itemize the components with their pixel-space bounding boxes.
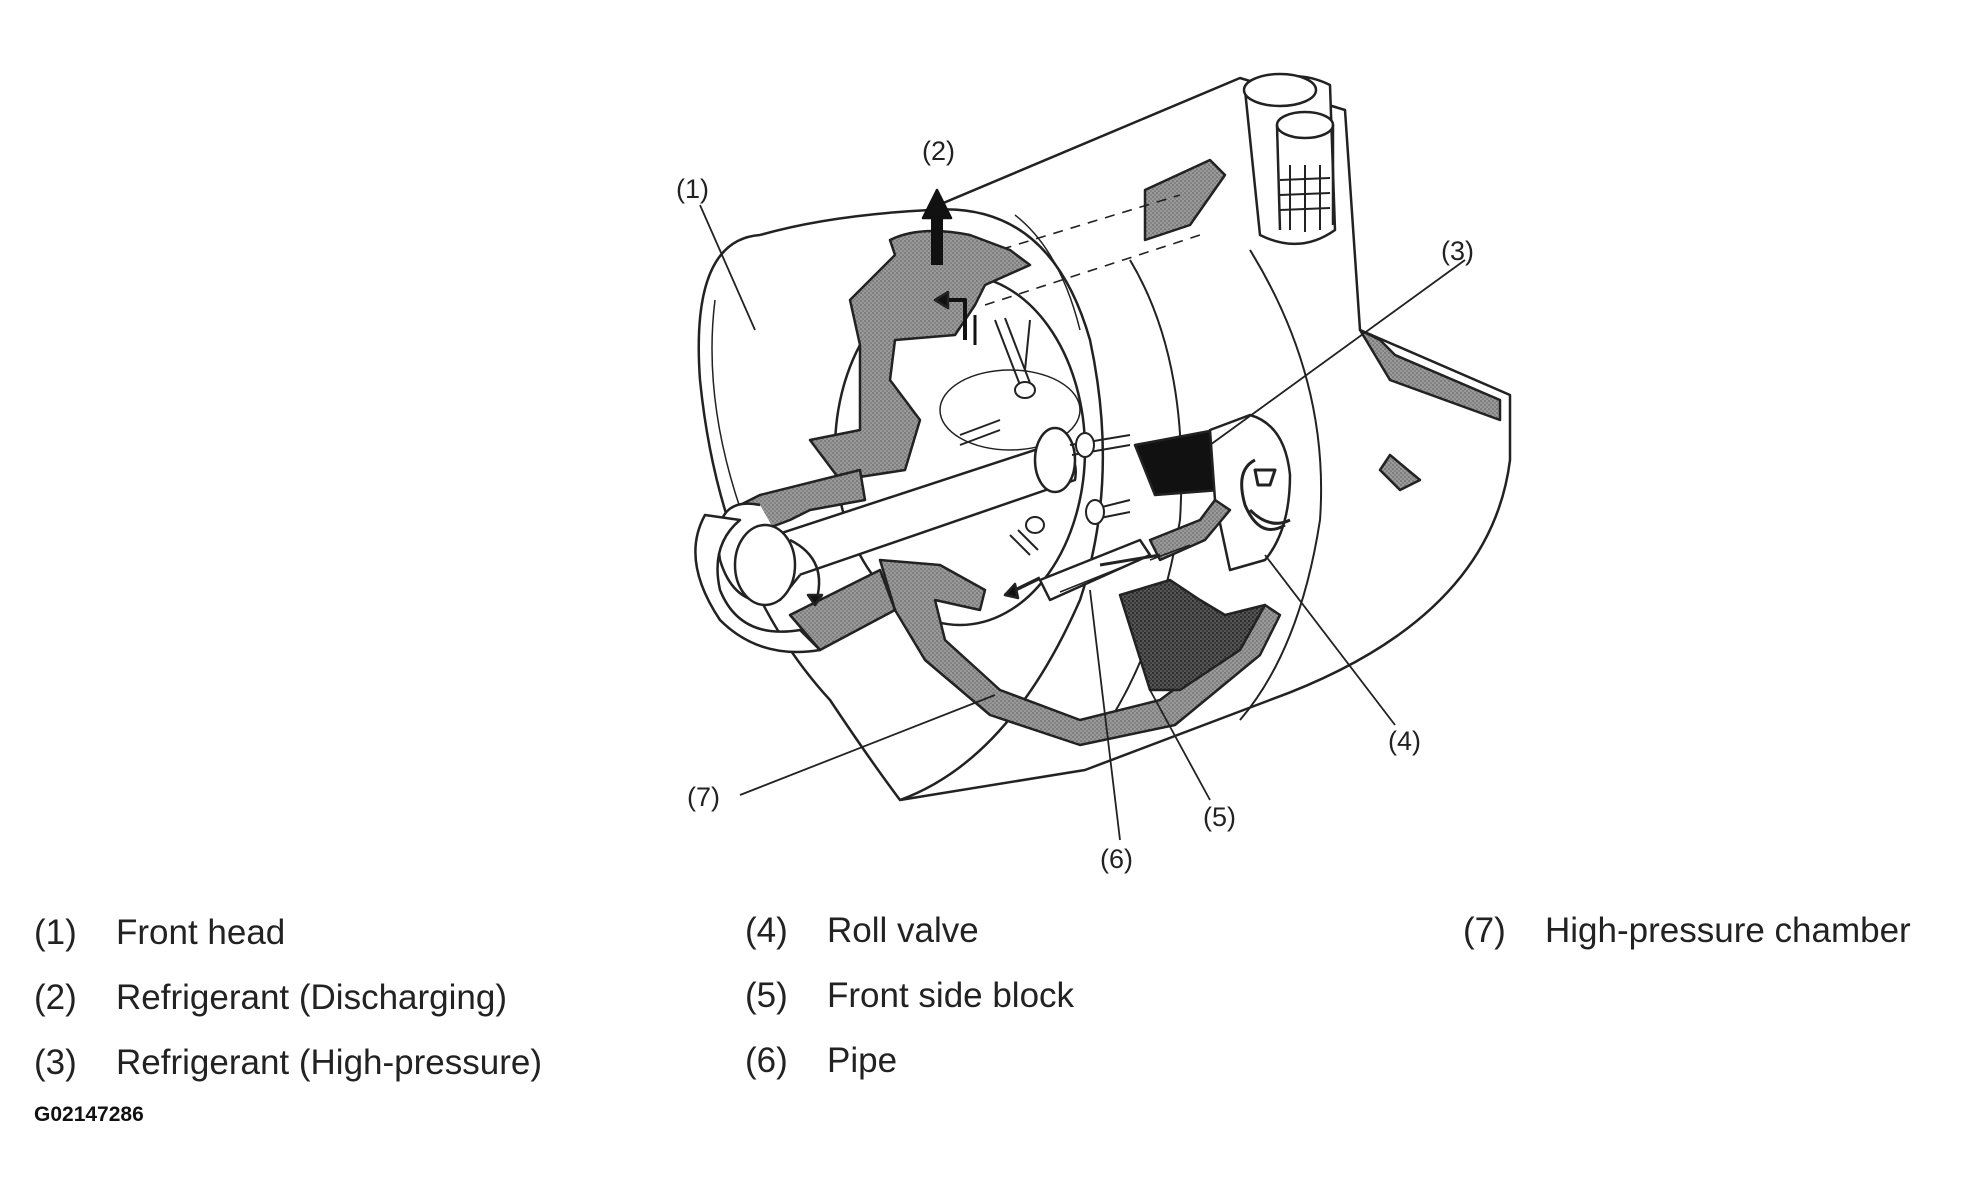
legend-item-7: (7) High-pressure chamber (1463, 911, 1911, 951)
legend-number: (3) (34, 1043, 77, 1082)
figure-id: G02147286 (34, 1103, 144, 1126)
roll-valve (1240, 458, 1291, 531)
callout-2: (2) (922, 136, 955, 166)
leader-4 (1264, 554, 1396, 726)
legend-item-3: (3) Refrigerant (High-pressure) (34, 1043, 542, 1083)
rear-wall-section (1143, 158, 1227, 242)
leader-1 (699, 204, 756, 331)
legend-text: Roll valve (827, 911, 979, 950)
callout-7: (7) (687, 782, 720, 812)
callout-6: (6) (1100, 844, 1133, 874)
leader-6 (1089, 589, 1121, 841)
shaft-end (733, 523, 797, 607)
callout-1: (1) (676, 174, 709, 204)
leader-7 (739, 694, 996, 796)
legend-item-5: (5) Front side block (745, 976, 1074, 1016)
leader-5 (1149, 689, 1211, 801)
legend-text: Pipe (827, 1041, 898, 1080)
legend-text: Refrigerant (High-pressure) (116, 1043, 542, 1082)
fitting-top-opening (1242, 72, 1318, 108)
roll-valve-housing (1208, 413, 1292, 572)
legend-number: (6) (745, 1041, 788, 1080)
legend-text: Front head (116, 913, 286, 952)
callout-5: (5) (1203, 802, 1236, 832)
legend-text: Refrigerant (Discharging) (116, 978, 507, 1017)
callout-4: (4) (1388, 726, 1421, 756)
callout-3: (3) (1441, 236, 1474, 266)
legend-text: High-pressure chamber (1545, 911, 1911, 950)
legend-number: (1) (34, 913, 77, 952)
pipe (1038, 538, 1152, 602)
legend-item-1: (1) Front head (34, 913, 285, 953)
leader-3 (1209, 259, 1466, 446)
legend-number: (2) (34, 978, 77, 1017)
legend-number: (7) (1463, 911, 1506, 950)
compressor-cutaway-diagram: (1) (2) (3) (4) (5) (6) (7) (676, 72, 1512, 874)
legend-item-4: (4) Roll valve (745, 911, 979, 951)
legend-text: Front side block (827, 976, 1075, 1015)
discharge-passage-section (808, 229, 1032, 482)
legend-item-2: (2) Refrigerant (Discharging) (34, 978, 507, 1018)
legend-number: (5) (745, 976, 788, 1015)
front-side-block-section (1118, 578, 1267, 692)
legend-item-6: (6) Pipe (745, 1041, 897, 1081)
legend-number: (4) (745, 911, 788, 950)
